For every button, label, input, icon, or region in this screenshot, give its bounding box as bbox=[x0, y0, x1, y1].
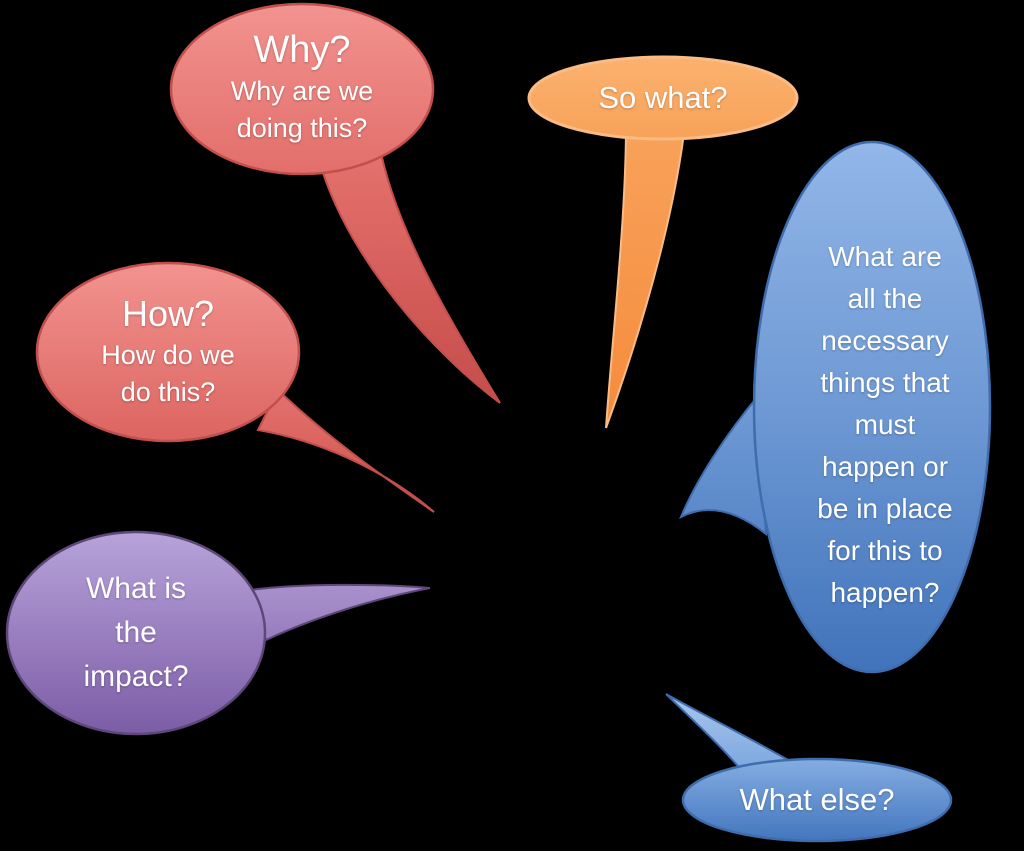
what-else-title: What else? bbox=[739, 782, 895, 817]
bubble-tail bbox=[248, 583, 431, 642]
impact-line-3: impact? bbox=[83, 660, 189, 693]
speech-bubble-impact bbox=[5, 530, 431, 736]
how-line-1: How do we bbox=[101, 340, 235, 370]
bubble-ellipse bbox=[35, 261, 301, 443]
necessary-line-3: necessary bbox=[821, 325, 949, 356]
how-line-2: do this? bbox=[120, 377, 216, 407]
necessary-line-7: be in place bbox=[817, 493, 953, 524]
speech-bubble-necessary bbox=[679, 140, 992, 674]
bubble-ellipse bbox=[681, 757, 953, 843]
speech-bubble-why bbox=[169, 2, 501, 404]
necessary-line-5: must bbox=[854, 409, 916, 440]
bubble-tail bbox=[605, 132, 686, 429]
bubble-tail bbox=[320, 151, 501, 404]
how-bubble-text: How? How do we do this? bbox=[37, 291, 299, 411]
so-what-bubble-text: So what? bbox=[529, 80, 797, 116]
why-line-1: Why are we bbox=[230, 76, 374, 106]
why-title: Why? bbox=[253, 29, 351, 71]
necessary-line-6: happen or bbox=[821, 451, 949, 482]
bubble-ellipse bbox=[5, 530, 267, 736]
speech-bubble-how bbox=[35, 261, 435, 513]
impact-line-2: the bbox=[115, 616, 157, 649]
necessary-line-1: What are bbox=[828, 241, 942, 272]
bubble-tail bbox=[256, 388, 435, 513]
why-line-2: doing this? bbox=[236, 113, 368, 143]
impact-line-1: What is bbox=[85, 572, 187, 605]
how-title: How? bbox=[121, 293, 215, 334]
necessary-line-9: happen? bbox=[830, 577, 940, 608]
impact-bubble-text: What is the impact? bbox=[7, 567, 265, 699]
necessary-bubble-text: What are all the necessary things that m… bbox=[783, 236, 987, 614]
necessary-line-2: all the bbox=[847, 283, 923, 314]
speech-bubble-what-else bbox=[665, 693, 953, 843]
speech-bubble-so-what bbox=[527, 55, 799, 429]
bubble-ellipse bbox=[752, 140, 992, 674]
why-bubble-text: Why? Why are we doing this? bbox=[172, 27, 432, 147]
bubble-ellipse bbox=[527, 55, 799, 141]
what-else-bubble-text: What else? bbox=[683, 782, 951, 818]
necessary-line-4: things that bbox=[820, 367, 950, 398]
bubble-ellipse bbox=[169, 2, 435, 176]
so-what-title: So what? bbox=[598, 80, 728, 115]
bubble-tail bbox=[665, 693, 793, 773]
bubble-tail bbox=[679, 393, 768, 537]
necessary-line-8: for this to bbox=[827, 535, 943, 566]
